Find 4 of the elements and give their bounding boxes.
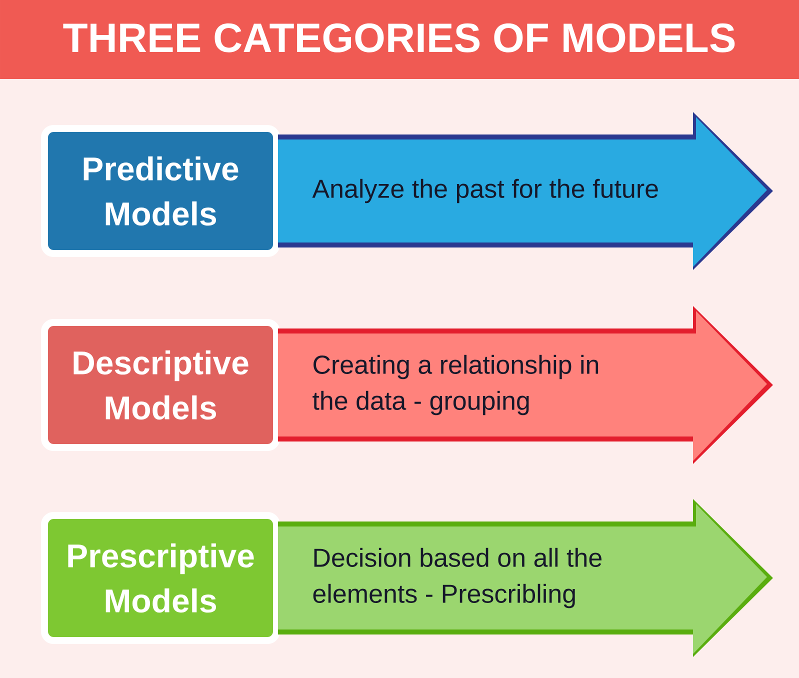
category-box: Prescriptive Models <box>41 512 280 644</box>
category-box: Predictive Models <box>41 125 280 257</box>
title-banner: THREE CATEGORIES OF MODELS <box>0 0 799 79</box>
category-box: Descriptive Models <box>41 319 280 451</box>
